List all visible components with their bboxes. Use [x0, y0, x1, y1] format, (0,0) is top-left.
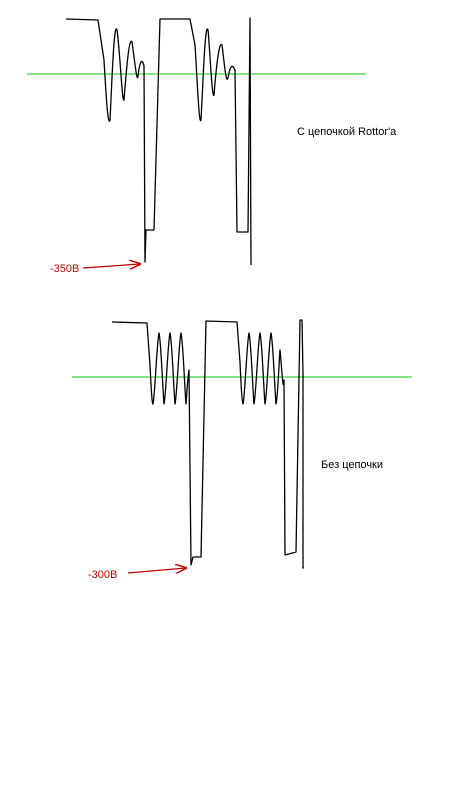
top-diagram-label: С цепочкой Rottor'a	[297, 126, 397, 138]
top-voltage-marker: -350В	[50, 263, 79, 275]
bottom-diagram: Без цепочки -300В	[72, 319, 412, 581]
bottom-voltage-marker: -300В	[88, 569, 117, 581]
top-arrow-icon	[82, 264, 140, 268]
top-diagram: С цепочкой Rottor'a -350В	[27, 17, 397, 275]
bottom-arrow-icon	[127, 568, 186, 573]
bottom-diagram-label: Без цепочки	[321, 459, 383, 471]
bottom-waveform	[111, 319, 304, 569]
top-waveform	[65, 17, 252, 266]
